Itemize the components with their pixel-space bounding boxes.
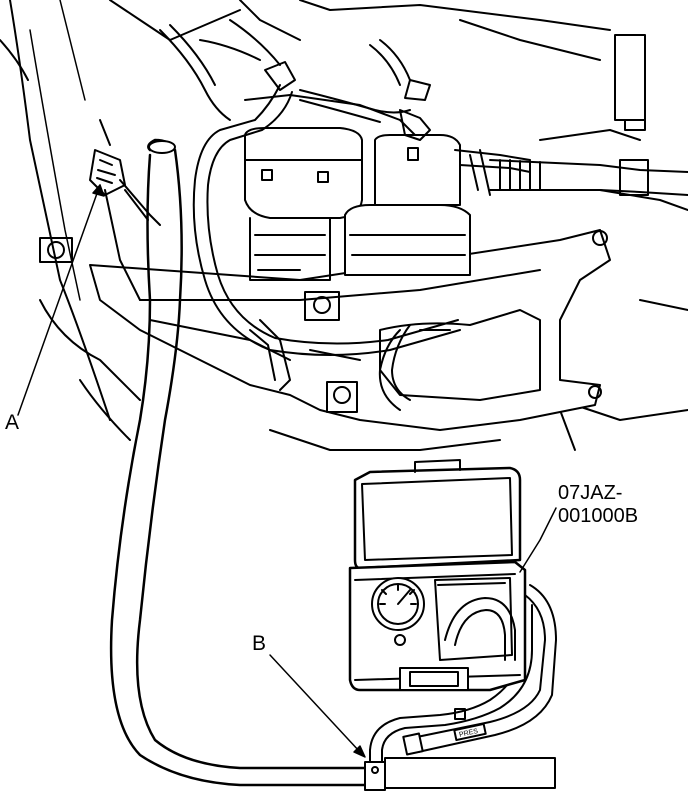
tool-number-line1: 07JAZ- bbox=[558, 482, 623, 504]
mounting-bracket bbox=[39, 229, 611, 431]
service-port-a bbox=[89, 119, 161, 301]
pres-label: PRES bbox=[459, 728, 479, 739]
long-hose bbox=[109, 138, 367, 787]
pressure-hose bbox=[402, 584, 557, 756]
leader-line-b bbox=[269, 654, 361, 753]
tool-number-label: 07JAZ- 001000B bbox=[558, 482, 638, 528]
upper-hoses bbox=[159, 19, 461, 411]
leader-lines bbox=[17, 184, 557, 758]
callout-label-a: A bbox=[5, 411, 20, 434]
tool-number-line2: 001000B bbox=[558, 505, 639, 527]
leader-line-a bbox=[17, 184, 101, 416]
leader-line-tool bbox=[519, 507, 557, 573]
evap-canister-assembly bbox=[244, 61, 688, 281]
engine-bay-outline bbox=[0, 0, 688, 451]
leak-tester-kit bbox=[348, 459, 527, 692]
connector-b bbox=[364, 604, 556, 791]
arrowhead-a bbox=[92, 184, 105, 197]
callout-label-b: B bbox=[252, 632, 267, 655]
arrowhead-b bbox=[353, 745, 366, 758]
